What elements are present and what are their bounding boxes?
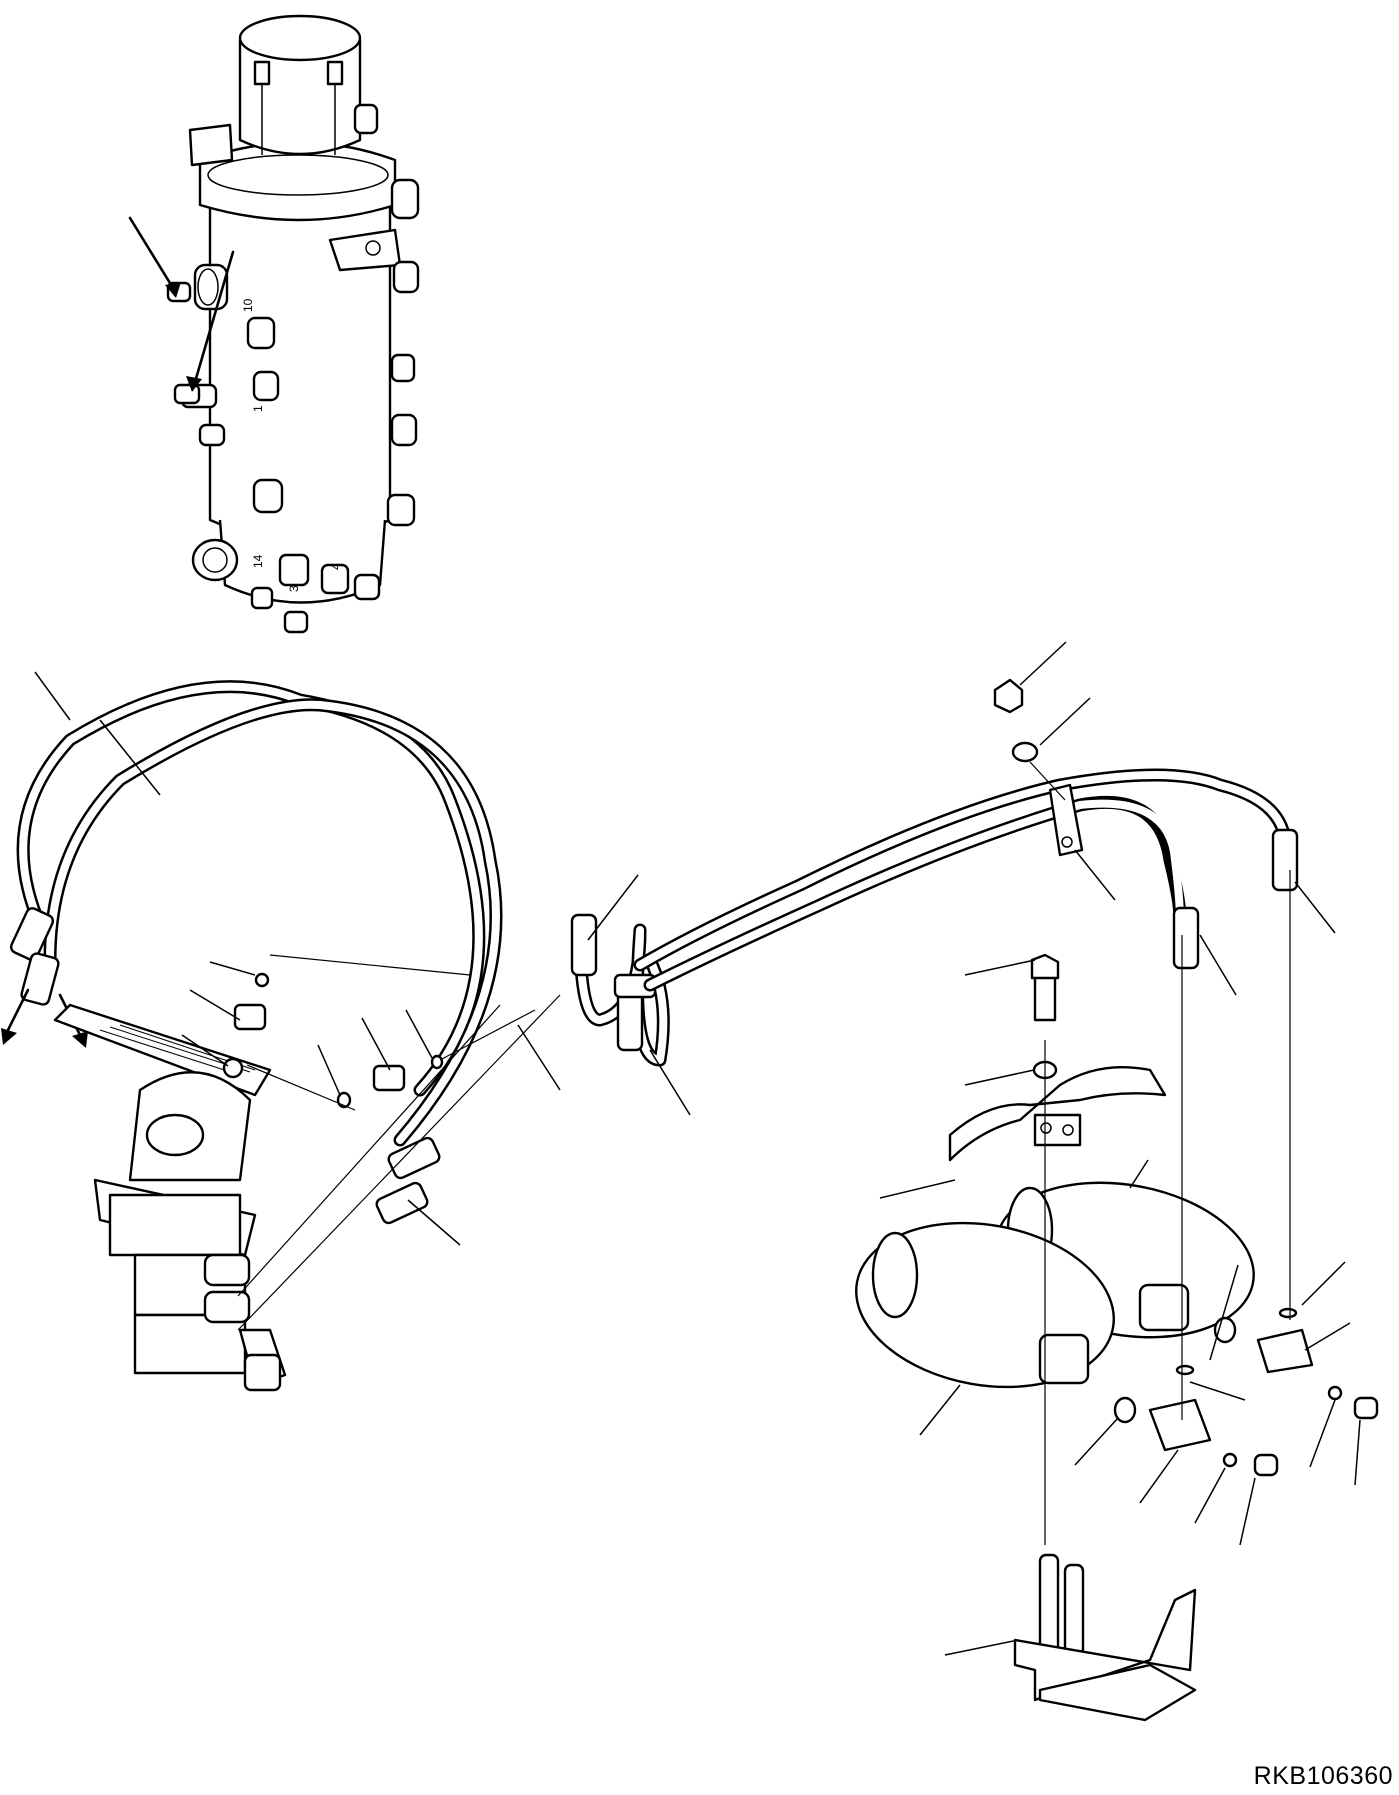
port-label-4: 4 [329, 563, 343, 570]
port-label-3: 3 [287, 585, 301, 592]
pedal-valve-fittings [222, 954, 561, 1331]
drawing-number: RKB106360 [1253, 1762, 1393, 1790]
pilot-hoses-left [1, 680, 503, 1225]
callout-leaders [34, 641, 1361, 1656]
port-label-1: 1 [251, 405, 265, 412]
port-label-14: 14 [251, 554, 265, 568]
pilot-hoses-right [633, 678, 1299, 992]
center-connector [570, 913, 670, 1067]
pedal-valve-assembly [53, 1003, 287, 1392]
port-label-10: 10 [241, 298, 255, 312]
port-fittings [166, 103, 420, 634]
accumulator-assembly [855, 870, 1379, 1722]
swivel-joint-assembly: 10 1 14 3 4 [128, 14, 420, 634]
